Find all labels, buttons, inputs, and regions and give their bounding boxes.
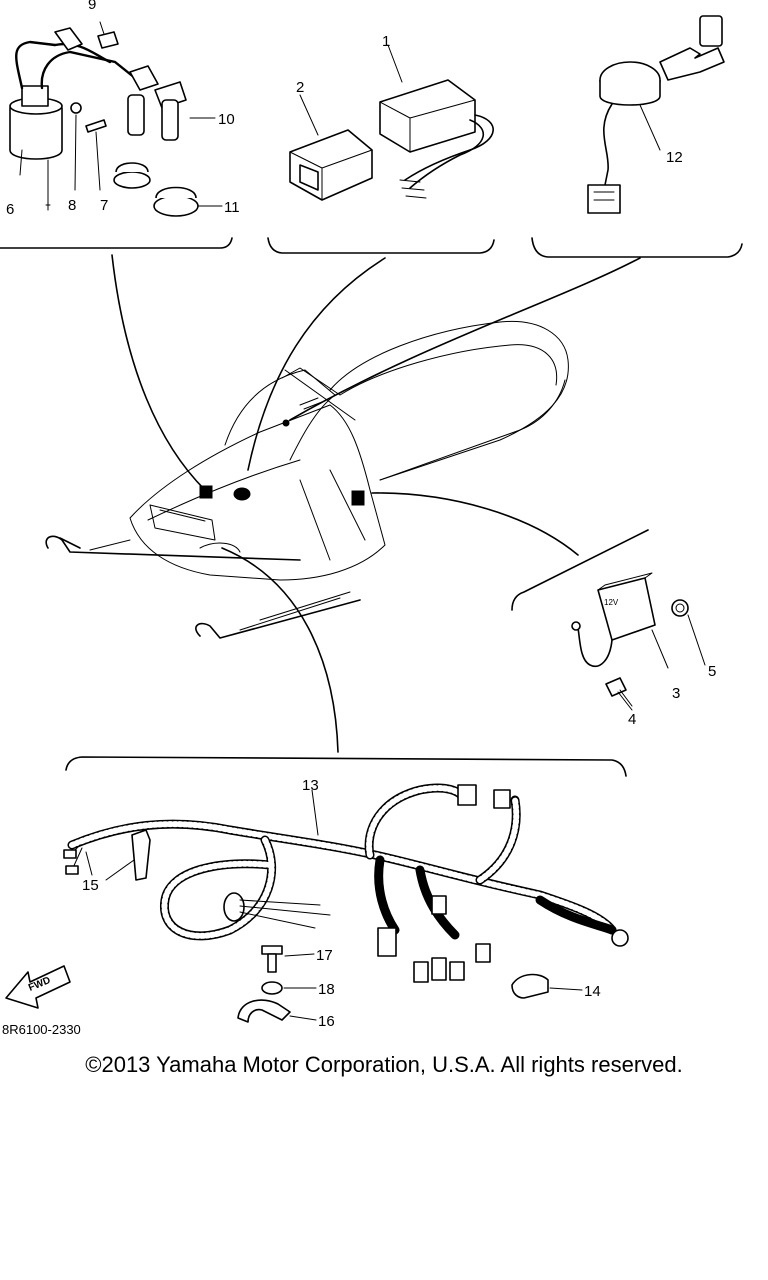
callout-7: 7 — [100, 197, 108, 214]
copyright-notice: ©2013 Yamaha Motor Corporation, U.S.A. A… — [85, 1052, 683, 1077]
callout-4: 4 — [628, 711, 636, 728]
callout-13: 13 — [302, 777, 319, 794]
leader-lines — [111, 254, 641, 753]
callout-15: 15 — [82, 877, 99, 894]
cdi-unit-group — [289, 44, 494, 201]
callout-3: 3 — [672, 685, 680, 702]
figure-code: 8R6100-2330 — [2, 1022, 81, 1037]
callout-1: 1 — [382, 33, 390, 50]
callout-2: 2 — [296, 79, 304, 96]
callout-17: 17 — [316, 947, 333, 964]
callout-16: 16 — [318, 1013, 335, 1030]
callout-9: 9 — [88, 0, 96, 13]
fwd-arrow-icon: FWD — [5, 965, 71, 1009]
callout-8: 8 — [68, 197, 76, 214]
callout-11: 11 — [224, 199, 240, 216]
ignition-coil-group — [9, 21, 223, 217]
callout-5: 5 — [708, 663, 716, 680]
wire-harness-group — [63, 783, 629, 1023]
callout-10: 10 — [218, 111, 235, 128]
group-brackets — [0, 237, 743, 777]
callout-6: 6 — [6, 201, 14, 218]
main-switch-group — [587, 15, 725, 214]
parts-diagram: 12V — [0, 0, 743, 1037]
regulator-marking: 12V — [604, 598, 619, 607]
callout-numbers: 1 2 3 4 5 6 7 8 9 10 11 12 13 14 15 16 1… — [6, 0, 716, 1030]
callout-12: 12 — [666, 149, 683, 166]
callout-18: 18 — [318, 981, 335, 998]
callout-14: 14 — [584, 983, 601, 1000]
voltage-regulator-group: 12V — [571, 572, 706, 711]
snowmobile-illustration — [45, 320, 569, 639]
